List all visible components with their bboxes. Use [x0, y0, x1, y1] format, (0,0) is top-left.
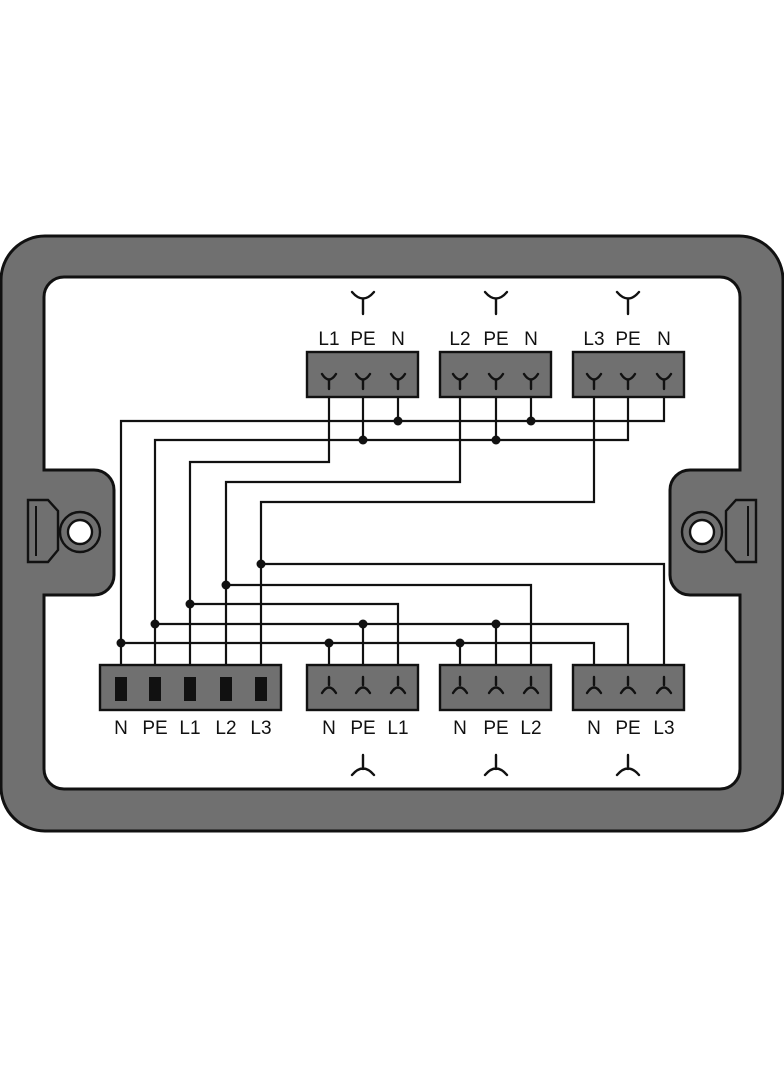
terminal-label: L2	[215, 718, 236, 739]
junction-dot	[185, 599, 195, 609]
plug-symbol-icon	[483, 753, 509, 777]
terminal-label: L2	[449, 329, 470, 350]
wire-l1-bottom	[190, 602, 400, 667]
terminal-label: PE	[615, 329, 640, 350]
terminal-label: PE	[350, 718, 375, 739]
terminal-label: L1	[318, 329, 339, 350]
terminal-label: L1	[387, 718, 408, 739]
junction-dot	[358, 435, 368, 445]
junction-dot	[491, 435, 501, 445]
wire-n-bottom	[121, 641, 596, 667]
junction-dot	[491, 619, 501, 629]
terminal-label: PE	[350, 329, 375, 350]
wire-l1-top	[188, 375, 331, 667]
wire-l2-bottom	[226, 583, 533, 667]
junction-dot	[221, 580, 231, 590]
junction-dot	[393, 416, 403, 426]
plug-symbol-icon	[350, 753, 376, 777]
terminal-label: PE	[483, 329, 508, 350]
terminal-label: PE	[615, 718, 640, 739]
terminal-label: L3	[653, 718, 674, 739]
input-connector: N PE L1 L2 L3	[98, 663, 283, 739]
bottom-connector-3: N PE L3	[571, 663, 686, 777]
terminal-label: N	[587, 718, 601, 739]
terminal-label: N	[114, 718, 128, 739]
plug-symbol-icon	[615, 753, 641, 777]
plug-pin	[149, 677, 161, 701]
terminal-label: PE	[483, 718, 508, 739]
housing-frame	[0, 234, 784, 833]
wire-pe-bus	[153, 375, 630, 667]
junction-dot	[455, 638, 465, 648]
plug-pin	[184, 677, 196, 701]
bottom-connector-1: N PE L1	[305, 663, 420, 777]
junction-dot	[526, 416, 536, 426]
plug-pin	[220, 677, 232, 701]
terminal-label: N	[524, 329, 538, 350]
bottom-connector-2: N PE L2	[438, 663, 553, 777]
plug-pin	[115, 677, 127, 701]
top-connector-3: L3 PE N	[571, 290, 686, 399]
junction-dot	[116, 638, 126, 648]
terminal-label: N	[391, 329, 405, 350]
wire-l3-bottom	[261, 562, 666, 667]
socket-symbol-icon	[350, 290, 376, 316]
terminal-label: L2	[520, 718, 541, 739]
terminal-label: N	[657, 329, 671, 350]
wiring	[119, 375, 666, 667]
right-mounting-ear	[680, 498, 758, 564]
top-connector-2: L2 PE N	[438, 290, 553, 399]
terminal-label: L1	[179, 718, 200, 739]
socket-symbol-icon	[615, 290, 641, 316]
terminal-label: N	[322, 718, 336, 739]
top-connector-1: L1 PE N	[305, 290, 420, 399]
junction-dot	[324, 638, 334, 648]
wire-l2-top	[224, 375, 462, 667]
terminal-label: N	[453, 718, 467, 739]
junctions	[116, 416, 536, 648]
left-mounting-ear	[26, 498, 102, 564]
wire-pe-bottom	[155, 622, 630, 667]
socket-symbol-icon	[483, 290, 509, 316]
housing	[0, 234, 784, 833]
terminal-label: PE	[142, 718, 167, 739]
terminal-label: L3	[250, 718, 271, 739]
junction-dot	[150, 619, 160, 629]
plug-pin	[255, 677, 267, 701]
terminal-label: L3	[583, 329, 604, 350]
junction-dot	[256, 559, 266, 569]
junction-dot	[358, 619, 368, 629]
